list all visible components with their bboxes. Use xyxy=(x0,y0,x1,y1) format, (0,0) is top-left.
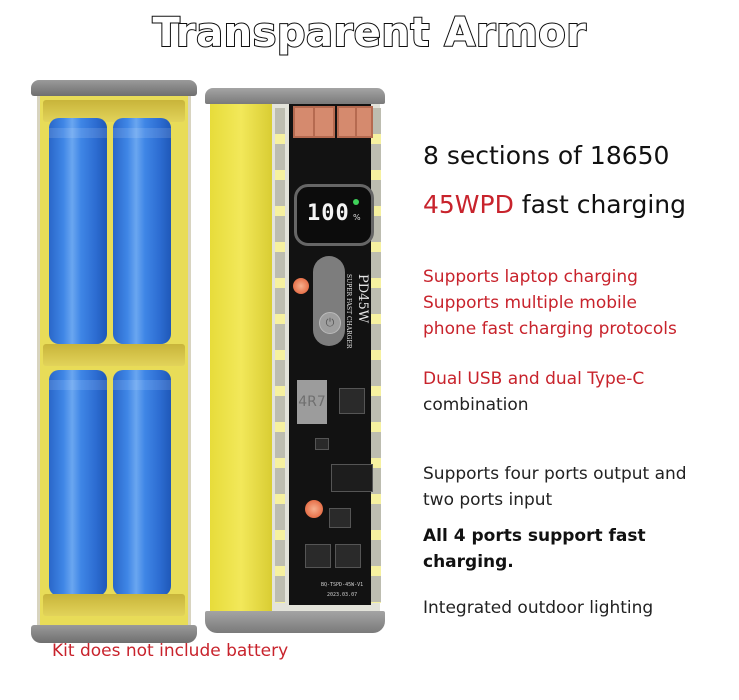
controller-chip xyxy=(339,388,365,414)
battery-case-image xyxy=(31,80,197,643)
case-top-cap xyxy=(31,80,197,96)
fast-charge-highlight: 45WPD xyxy=(423,190,514,219)
capacitor xyxy=(293,278,309,294)
feature-line: All 4 ports support fast xyxy=(423,526,646,546)
feature-line: charging. xyxy=(423,552,514,572)
case-bottom-cap xyxy=(31,625,197,643)
mosfet-array xyxy=(331,464,373,492)
feature-io: Supports four ports output and two ports… xyxy=(423,461,687,513)
feature-line: two ports input xyxy=(423,490,553,510)
battery-cell xyxy=(113,118,171,344)
battery-note: Kit does not include battery xyxy=(52,641,289,661)
cell-holder xyxy=(43,344,185,366)
button-slot: ⏻ xyxy=(313,256,345,346)
inductor: 4R7 xyxy=(297,380,327,424)
led-strip xyxy=(371,108,381,603)
feature-line: Supports multiple mobile xyxy=(423,293,637,313)
pcb-board xyxy=(289,104,371,605)
display-unit: % xyxy=(353,213,361,222)
feature-lighting: Integrated outdoor lighting xyxy=(423,598,654,618)
cell-holder xyxy=(43,100,185,122)
feature-line: phone fast charging protocols xyxy=(423,319,677,339)
battery-cell xyxy=(49,118,107,344)
usb-port xyxy=(355,106,373,138)
usb-port xyxy=(293,106,315,138)
feature-line: Dual USB and dual Type-C xyxy=(423,369,645,389)
pcb-label-sub: SUPER FAST CHARGER xyxy=(345,274,352,349)
power-icon: ⏻ xyxy=(319,312,341,334)
led-strip xyxy=(275,108,285,603)
fast-charge-text: fast charging xyxy=(513,190,686,219)
feature-fast-charge: 45WPD fast charging xyxy=(423,190,686,219)
status-led-icon xyxy=(353,199,359,205)
yellow-side-panel xyxy=(210,102,272,613)
feature-line: Supports laptop charging xyxy=(423,267,638,287)
chip xyxy=(329,508,351,528)
chip xyxy=(315,438,329,450)
feature-ports: Dual USB and dual Type-C combination xyxy=(423,366,644,418)
pcb-date: 2023.03.07 xyxy=(327,592,358,598)
feature-laptop: Supports laptop charging Supports multip… xyxy=(423,264,677,342)
battery-display: 100 % xyxy=(294,184,374,246)
case-bottom-cap xyxy=(205,611,385,633)
cell-holder xyxy=(43,594,185,616)
usb-port xyxy=(313,106,335,138)
feature-line: combination xyxy=(423,395,529,415)
power-bank-image: 100 % ⏻ PD45W SUPER FAST CHARGER 4R7 BQ-… xyxy=(205,88,385,633)
feature-all-ports: All 4 ports support fast charging. xyxy=(423,523,646,575)
chip xyxy=(305,544,331,568)
page-title: Transparent Armor xyxy=(152,9,587,57)
chip xyxy=(335,544,361,568)
battery-cell xyxy=(113,370,171,596)
pcb-model: BQ-TSPD-45W-V1 xyxy=(321,582,364,588)
capacitor xyxy=(305,500,323,518)
pcb-label-main: PD45W xyxy=(355,274,370,324)
battery-cell xyxy=(49,370,107,596)
display-digits: 100 xyxy=(307,201,350,226)
feature-sections: 8 sections of 18650 xyxy=(423,141,670,170)
feature-line: Supports four ports output and xyxy=(423,464,687,484)
case-top-cap xyxy=(205,88,385,104)
